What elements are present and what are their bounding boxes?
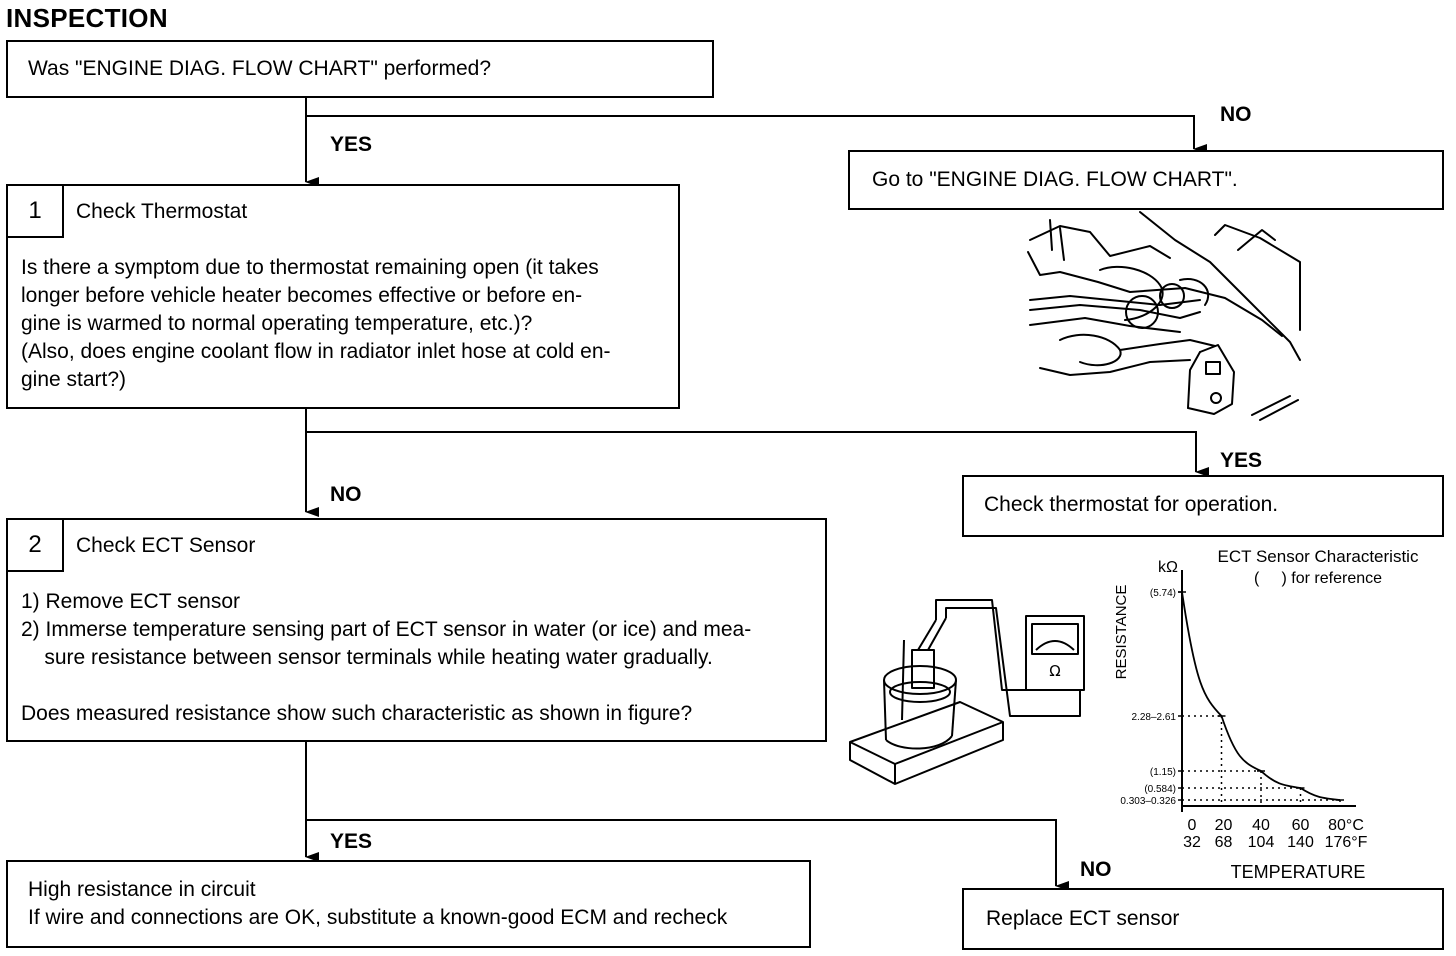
label-yes-2: YES bbox=[1220, 449, 1263, 472]
start-question-text: Was "ENGINE DIAG. FLOW CHART" performed? bbox=[28, 57, 491, 80]
high-resistance-box: High resistance in circuit If wire and c… bbox=[6, 860, 811, 948]
label-no-1: NO bbox=[1220, 103, 1252, 126]
step1-line: gine is warmed to normal operating tempe… bbox=[21, 312, 533, 335]
step2-heading: Check ECT Sensor bbox=[76, 534, 256, 557]
step1-box: 1 Check Thermostat Is there a symptom du… bbox=[6, 184, 680, 409]
label-no-3: NO bbox=[1080, 858, 1112, 881]
step2-line: sure resistance between sensor terminals… bbox=[21, 646, 713, 669]
label-yes-3: YES bbox=[330, 830, 373, 853]
check-thermostat-box: Check thermostat for operation. bbox=[962, 475, 1444, 537]
step2-number: 2 bbox=[8, 520, 64, 572]
high-resistance-line: If wire and connections are OK, substitu… bbox=[28, 906, 728, 929]
high-resistance-line: High resistance in circuit bbox=[28, 878, 256, 901]
step1-number: 1 bbox=[8, 186, 64, 238]
step1-line: longer before vehicle heater becomes eff… bbox=[21, 284, 583, 307]
go-to-flowchart-text: Go to "ENGINE DIAG. FLOW CHART". bbox=[872, 168, 1238, 191]
label-no-2: NO bbox=[330, 483, 362, 506]
step1-line: (Also, does engine coolant flow in radia… bbox=[21, 340, 611, 363]
step1-line: Is there a symptom due to thermostat rem… bbox=[21, 256, 599, 279]
arrow-start-no bbox=[306, 115, 1207, 154]
step2-line: 1) Remove ECT sensor bbox=[21, 590, 241, 613]
arrow-step1-yes bbox=[306, 431, 1209, 477]
start-question-box: Was "ENGINE DIAG. FLOW CHART" performed? bbox=[6, 40, 714, 98]
step2-box: 2 Check ECT Sensor 1) Remove ECT sensor … bbox=[6, 518, 827, 742]
step2-line bbox=[21, 672, 751, 700]
replace-sensor-box: Replace ECT sensor bbox=[962, 888, 1444, 950]
check-thermostat-text: Check thermostat for operation. bbox=[984, 493, 1279, 516]
arrow-step2-no bbox=[306, 819, 1069, 891]
replace-sensor-text: Replace ECT sensor bbox=[986, 907, 1180, 930]
page-title: INSPECTION bbox=[6, 3, 168, 33]
step2-line: Does measured resistance show such chara… bbox=[21, 702, 693, 725]
go-to-flowchart-box: Go to "ENGINE DIAG. FLOW CHART". bbox=[848, 150, 1444, 210]
label-yes-1: YES bbox=[330, 133, 373, 156]
step1-heading: Check Thermostat bbox=[76, 200, 248, 223]
step1-line: gine start?) bbox=[21, 368, 127, 391]
step2-line: 2) Immerse temperature sensing part of E… bbox=[21, 618, 752, 641]
